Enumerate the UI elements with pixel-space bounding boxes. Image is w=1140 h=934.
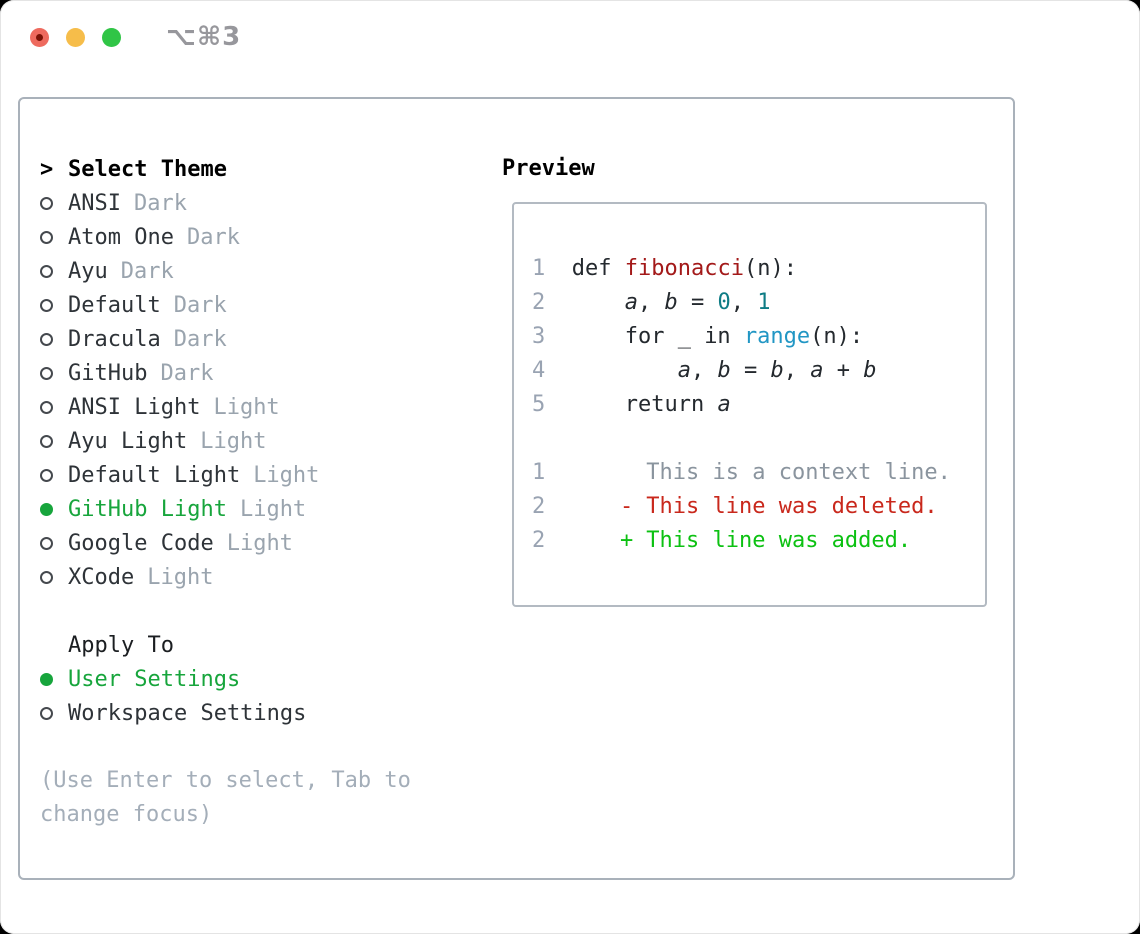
line-number: 1 bbox=[532, 460, 546, 485]
theme-option-github-light[interactable]: GitHub Light Light bbox=[40, 492, 430, 526]
theme-variant: Dark bbox=[186, 224, 240, 250]
theme-variant: Light bbox=[239, 496, 307, 522]
theme-variant: Dark bbox=[133, 190, 187, 216]
line-number: 1 bbox=[532, 256, 546, 281]
theme-option-ansi-light[interactable]: ANSI Light Light bbox=[40, 390, 430, 424]
radio-icon bbox=[40, 400, 68, 414]
theme-name: Ayu Light bbox=[68, 428, 188, 454]
line-number: 4 bbox=[532, 358, 546, 383]
apply-to-header: Apply To bbox=[40, 628, 430, 662]
close-dot-icon bbox=[36, 34, 43, 41]
theme-name: ANSI bbox=[68, 190, 121, 216]
theme-option-github-dark[interactable]: GitHub Dark bbox=[40, 356, 430, 390]
radio-selected-icon bbox=[40, 502, 68, 516]
theme-name: Dracula bbox=[68, 326, 161, 352]
radio-icon bbox=[40, 536, 68, 550]
preview-title: Preview bbox=[502, 156, 595, 181]
diff-line-context: 1 This is a context line. bbox=[532, 456, 985, 490]
theme-option-atom-one-dark[interactable]: Atom One Dark bbox=[40, 220, 430, 254]
minimize-icon[interactable] bbox=[66, 28, 85, 47]
theme-name: Ayu bbox=[68, 258, 108, 284]
diff-line-added: 2+This line was added. bbox=[532, 524, 985, 558]
apply-option-user-settings[interactable]: User Settings bbox=[40, 662, 430, 696]
theme-variant: Dark bbox=[120, 258, 174, 284]
theme-name: Default Light bbox=[68, 462, 241, 488]
close-icon[interactable] bbox=[30, 28, 49, 47]
diff-plus-icon: + bbox=[620, 528, 634, 553]
preview-box: 1 def fibonacci(n): 2 a, b = 0, 1 3 for … bbox=[512, 202, 987, 607]
theme-name: GitHub bbox=[68, 360, 148, 386]
traffic-lights bbox=[30, 28, 121, 47]
radio-icon bbox=[40, 570, 68, 584]
theme-option-default-dark[interactable]: Default Dark bbox=[40, 288, 430, 322]
window-title: ⌥⌘3 bbox=[166, 22, 242, 52]
line-number: 2 bbox=[532, 290, 546, 315]
radio-icon bbox=[40, 196, 68, 210]
theme-option-default-light[interactable]: Default Light Light bbox=[40, 458, 430, 492]
theme-option-dracula-dark[interactable]: Dracula Dark bbox=[40, 322, 430, 356]
apply-option-name: Workspace Settings bbox=[68, 700, 307, 726]
radio-icon bbox=[40, 332, 68, 346]
code-line: 4 a, b = b, a + b bbox=[532, 358, 877, 383]
code-line: 1 def fibonacci(n): bbox=[532, 256, 797, 281]
section-title: Select Theme bbox=[68, 156, 227, 182]
line-number: 2 bbox=[532, 528, 546, 553]
zoom-icon[interactable] bbox=[102, 28, 121, 47]
radio-icon bbox=[40, 468, 68, 482]
theme-option-ayu-light[interactable]: Ayu Light Light bbox=[40, 424, 430, 458]
help-hint: (Use Enter to select, Tab to change focu… bbox=[40, 768, 411, 827]
prompt-marker: > bbox=[40, 156, 54, 182]
theme-variant: Light bbox=[226, 530, 293, 556]
theme-variant: Light bbox=[213, 394, 280, 420]
radio-icon bbox=[40, 264, 68, 278]
theme-option-ayu-dark[interactable]: Ayu Dark bbox=[40, 254, 430, 288]
code-line: 2 a, b = 0, 1 bbox=[532, 290, 771, 315]
diff-line-deleted: 2-This line was deleted. bbox=[532, 490, 985, 524]
theme-option-google-code-light[interactable]: Google Code Light bbox=[40, 526, 430, 560]
theme-name: GitHub Light bbox=[68, 496, 227, 522]
radio-icon bbox=[40, 366, 68, 380]
radio-icon bbox=[40, 230, 68, 244]
apply-option-name: User Settings bbox=[68, 666, 241, 692]
theme-name: Default bbox=[68, 292, 161, 318]
theme-option-ansi-dark[interactable]: ANSI Dark bbox=[40, 186, 430, 220]
theme-variant: Dark bbox=[173, 326, 227, 352]
spacer bbox=[40, 730, 430, 764]
code-line: 5 return a bbox=[532, 392, 731, 417]
line-number: 2 bbox=[532, 494, 546, 519]
theme-variant: Light bbox=[147, 564, 214, 590]
theme-variant: Dark bbox=[173, 292, 227, 318]
theme-name: Atom One bbox=[68, 224, 174, 250]
radio-icon bbox=[40, 298, 68, 312]
apply-option-workspace-settings[interactable]: Workspace Settings bbox=[40, 696, 430, 730]
theme-name: Google Code bbox=[68, 530, 214, 556]
diff-minus-icon: - bbox=[620, 494, 634, 519]
line-number: 3 bbox=[532, 324, 546, 349]
theme-variant: Dark bbox=[160, 360, 214, 386]
diff-marker bbox=[545, 456, 633, 490]
radio-icon bbox=[40, 434, 68, 448]
code-line: 3 for _ in range(n): bbox=[532, 324, 864, 349]
spacer bbox=[40, 594, 430, 628]
theme-option-xcode-light[interactable]: XCode Light bbox=[40, 560, 430, 594]
select-theme-header: > Select Theme bbox=[40, 152, 430, 186]
theme-variant: Light bbox=[200, 428, 267, 454]
line-number: 5 bbox=[532, 392, 546, 417]
radio-icon bbox=[40, 706, 68, 720]
section-title: Apply To bbox=[68, 632, 174, 658]
theme-name: XCode bbox=[68, 564, 135, 590]
spacer bbox=[532, 422, 985, 456]
theme-variant: Light bbox=[253, 462, 320, 488]
theme-name: ANSI Light bbox=[68, 394, 201, 420]
radio-selected-icon bbox=[40, 672, 68, 686]
